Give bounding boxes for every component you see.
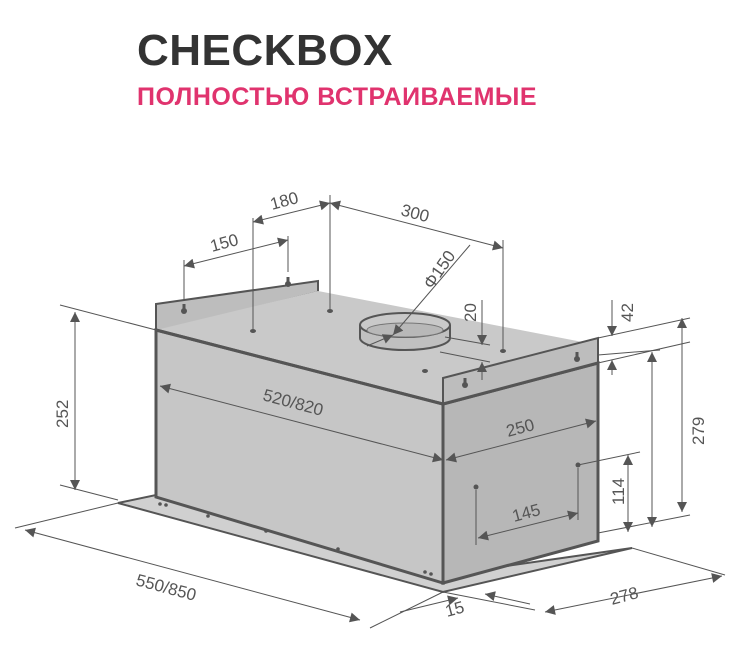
keyhole-icon: [574, 352, 580, 362]
dim-side-hole-height: 114: [609, 478, 628, 505]
dim-total-height: 279: [689, 417, 708, 445]
keyhole-icon: [181, 304, 187, 314]
dim-panel-overhang: 15: [443, 598, 466, 621]
dim-outlet-height: 20: [461, 303, 480, 322]
dimension-lines: [14, 195, 726, 629]
dim-outlet-diameter: Φ150: [420, 247, 460, 292]
product-title: CHECKBOX: [137, 26, 393, 75]
keyhole-icon: [462, 378, 468, 388]
air-outlet-collar: [359, 312, 451, 351]
keyhole-icon: [285, 277, 291, 287]
dim-mount-spacing: 150: [208, 230, 240, 256]
dim-body-height: 252: [53, 400, 72, 428]
dim-panel-width: 550/850: [134, 571, 198, 605]
dim-mount-offset: 180: [268, 188, 300, 214]
dim-panel-depth: 278: [608, 583, 640, 609]
dim-flange-height: 42: [618, 303, 637, 322]
product-subtitle: ПОЛНОСТЬЮ ВСТРАИВАЕМЫЕ: [137, 83, 538, 111]
